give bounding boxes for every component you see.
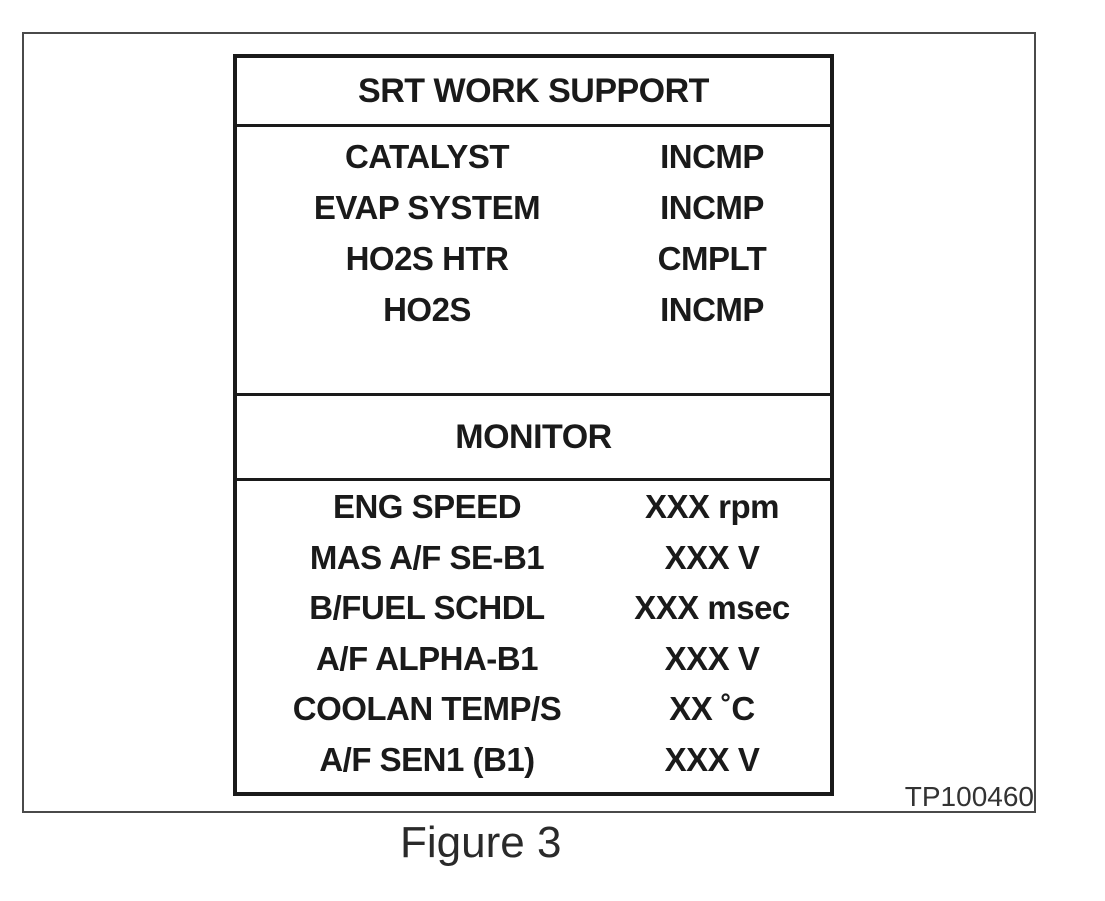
monitor-item-name: COOLAN TEMP/S <box>292 690 562 727</box>
srt-item-name: EVAP SYSTEM <box>313 189 541 226</box>
monitor-item-name: MAS A/F SE-B1 <box>309 538 545 576</box>
monitor-row: A/F ALPHA-B1 XXX V <box>237 636 830 687</box>
monitor-row: A/F SEN1 (B1) XXX V <box>237 737 830 788</box>
srt-work-support-header: SRT WORK SUPPORT <box>237 58 830 127</box>
srt-item-status: INCMP <box>660 291 764 328</box>
srt-row: CATALYST INCMP <box>237 134 830 185</box>
monitor-item-value: XX ˚C <box>669 690 755 727</box>
monitor-item-name: ENG SPEED <box>332 488 522 525</box>
monitor-row: B/FUEL SCHDL XXX msec <box>237 585 830 636</box>
monitor-item-name: A/F SEN1 (B1) <box>319 740 535 778</box>
monitor-item-value: XXX msec <box>634 589 790 626</box>
srt-status-list: CATALYST INCMP EVAP SYSTEM INCMP HO2S HT… <box>237 134 830 338</box>
srt-item-status: CMPLT <box>657 240 767 277</box>
monitor-list: ENG SPEED XXX rpm MAS A/F SE-B1 XXX V B/… <box>237 484 830 787</box>
figure-code: TP100460 <box>904 781 1034 812</box>
figure-caption: Figure 3 <box>400 818 562 867</box>
srt-item-name: HO2S <box>383 291 471 328</box>
srt-item-name: HO2S HTR <box>345 240 509 277</box>
monitor-row: MAS A/F SE-B1 XXX V <box>237 535 830 586</box>
monitor-row: ENG SPEED XXX rpm <box>237 484 830 535</box>
srt-row: EVAP SYSTEM INCMP <box>237 185 830 236</box>
monitor-item-value: XXX V <box>664 740 760 778</box>
monitor-header: MONITOR <box>237 393 830 481</box>
monitor-item-name: A/F ALPHA-B1 <box>316 639 538 677</box>
monitor-item-name: B/FUEL SCHDL <box>309 589 545 626</box>
monitor-item-value: XXX V <box>664 639 760 677</box>
consult-screen-panel: SRT WORK SUPPORT CATALYST INCMP EVAP SYS… <box>233 54 834 796</box>
srt-item-status: INCMP <box>660 189 764 226</box>
figure-frame <box>22 32 1036 813</box>
srt-item-status: INCMP <box>660 138 764 175</box>
srt-item-name: CATALYST <box>344 138 510 175</box>
monitor-item-value: XXX rpm <box>644 488 780 525</box>
srt-row: HO2S INCMP <box>237 287 830 338</box>
srt-row: HO2S HTR CMPLT <box>237 236 830 287</box>
monitor-row: COOLAN TEMP/S XX ˚C <box>237 686 830 737</box>
monitor-item-value: XXX V <box>664 538 760 576</box>
